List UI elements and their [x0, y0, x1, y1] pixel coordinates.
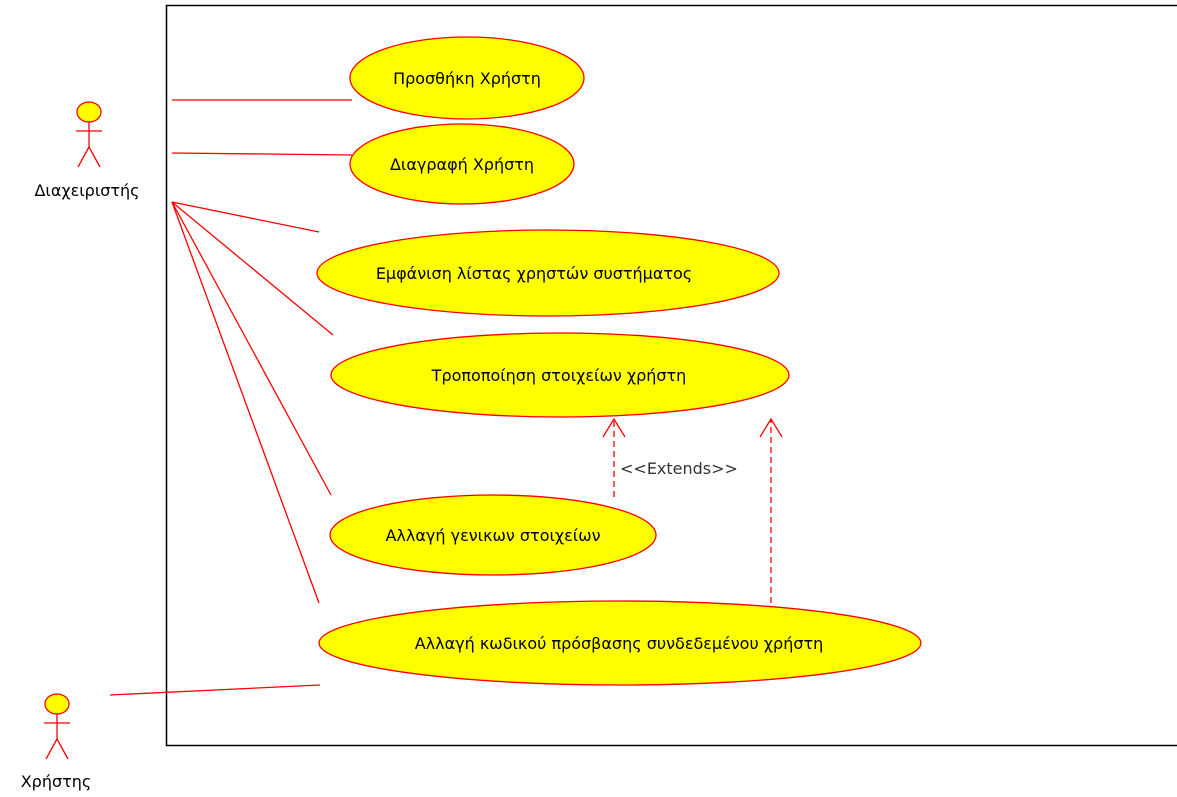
association-admin-change-password: [171, 201, 320, 604]
use-case-ellipse: [349, 36, 585, 120]
use-case-list-users[interactable]: Εμφάνιση λίστας χρηστών συστήματος: [316, 229, 780, 317]
use-case-ellipse: [330, 332, 790, 418]
use-case-ellipse: [349, 123, 575, 205]
use-case-label: Αλλαγή γενικων στοιχείων: [385, 526, 600, 545]
use-case-ellipse: [329, 494, 657, 576]
use-case-add-user[interactable]: Προσθήκη Χρήστη: [349, 36, 585, 120]
use-case-label: Εμφάνιση λίστας χρηστών συστήματος: [376, 264, 692, 283]
use-case-label: Αλλαγή κωδικού πρόσβασης συνδεδεμένου χρ…: [415, 634, 824, 653]
actor-user-name: Χρήστης: [21, 772, 92, 791]
stick-figure-icon: [44, 693, 70, 760]
use-case-ellipse: [316, 229, 780, 317]
use-case-change-password[interactable]: Αλλαγή κωδικού πρόσβασης συνδεδεμένου χρ…: [318, 600, 922, 686]
association-admin-list-users: [171, 201, 320, 233]
use-case-label: Τροποποίηση στοιχείων χρήστη: [431, 366, 687, 385]
extends-arrowhead-general: [602, 417, 626, 438]
association-admin-modify-user: [171, 201, 334, 336]
use-case-label: Διαγραφή Χρήστη: [390, 155, 534, 174]
extends-label: <<Extends>>: [620, 459, 738, 478]
association-admin-delete-user: [171, 152, 353, 156]
use-case-ellipse: [318, 600, 922, 686]
association-admin-change-general: [171, 201, 332, 496]
use-case-change-general[interactable]: Αλλαγή γενικων στοιχείων: [329, 494, 657, 576]
actor-user[interactable]: Χρήστης: [21, 693, 92, 791]
use-case-label: Προσθήκη Χρήστη: [393, 69, 541, 88]
system-boundary: [165, 4, 1177, 747]
extends-arrowhead-password: [759, 417, 783, 438]
association-user-change-password: [109, 684, 321, 696]
actor-admin[interactable]: Διαχειριστής: [34, 101, 140, 200]
actor-admin-name: Διαχειριστής: [34, 181, 139, 200]
use-case-modify-user[interactable]: Τροποποίηση στοιχείων χρήστη: [330, 332, 790, 418]
stick-figure-icon: [76, 101, 102, 168]
use-case-delete-user[interactable]: Διαγραφή Χρήστη: [349, 123, 575, 205]
